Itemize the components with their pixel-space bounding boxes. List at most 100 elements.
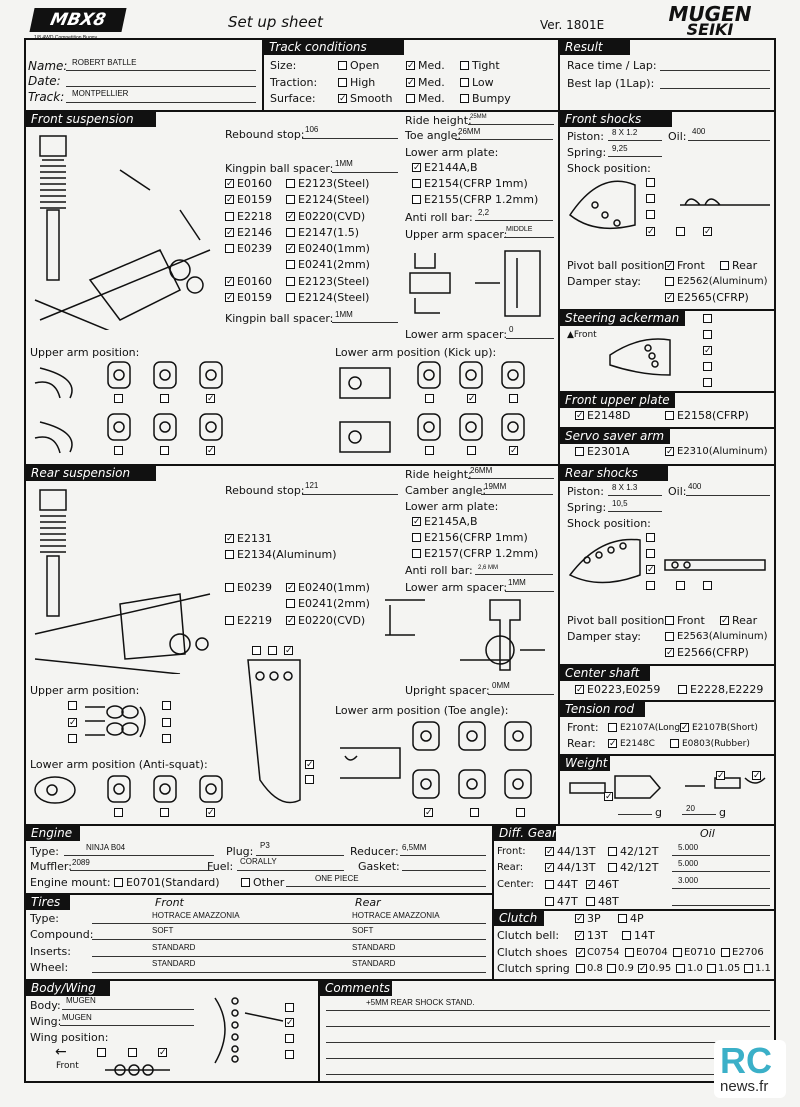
tire-rear-type[interactable]: HOTRACE AMAZZONIA — [352, 911, 440, 920]
body-pos-3[interactable] — [285, 1034, 294, 1043]
surface-med-checkbox[interactable] — [406, 94, 415, 103]
clutch-4p-checkbox[interactable] — [618, 914, 627, 923]
front-oil-value[interactable]: 400 — [692, 127, 706, 136]
rear-toe-pos-3[interactable] — [516, 808, 525, 817]
tension-e2107a-checkbox[interactable] — [608, 723, 617, 732]
rear-e0240-checkbox[interactable] — [286, 583, 295, 592]
rear-shock-pos-4[interactable] — [646, 581, 655, 590]
rear-upright-value[interactable]: 0MM — [492, 681, 510, 690]
front-kickup-pos-2[interactable] — [467, 394, 476, 403]
ackerman-pos-2[interactable] — [703, 330, 712, 339]
spring-10-checkbox[interactable] — [676, 964, 685, 973]
front-shock-pos-1[interactable] — [646, 178, 655, 187]
front-toe-value[interactable]: 26MM — [458, 127, 481, 136]
wing-pos-1[interactable] — [97, 1048, 106, 1057]
front-lower-spacer-value[interactable]: 0 — [509, 325, 514, 334]
rear-block-pos-3[interactable] — [284, 646, 293, 655]
opt-e2124-checkbox[interactable] — [286, 195, 295, 204]
center-e0223-checkbox[interactable] — [575, 685, 584, 694]
rear-camber-value[interactable]: 19MM — [484, 482, 507, 491]
rear-plate-e2157-checkbox[interactable] — [412, 549, 421, 558]
rear-e2134-checkbox[interactable] — [225, 550, 234, 559]
diff-center-46-checkbox[interactable] — [586, 880, 595, 889]
body-value[interactable]: MUGEN — [66, 996, 96, 1005]
ackerman-pos-1[interactable] — [703, 314, 712, 323]
tire-front-type[interactable]: HOTRACE AMAZZONIA — [152, 911, 240, 920]
size-med-checkbox[interactable] — [406, 61, 415, 70]
rear-upper-pos-4[interactable] — [162, 701, 171, 710]
front-kickup-pos-4[interactable] — [425, 446, 434, 455]
body-pos-2[interactable] — [285, 1018, 294, 1027]
diff-front-4413-checkbox[interactable] — [545, 847, 554, 856]
upper-plate-e2148d-checkbox[interactable] — [575, 411, 584, 420]
spring-09-checkbox[interactable] — [607, 964, 616, 973]
wing-value[interactable]: MUGEN — [62, 1013, 92, 1022]
rear-antisquat-pos-1[interactable] — [114, 808, 123, 817]
shoes-e0704-checkbox[interactable] — [625, 948, 634, 957]
servo-e2310-checkbox[interactable] — [665, 447, 674, 456]
opt-e2146-checkbox[interactable] — [225, 228, 234, 237]
tire-front-compound[interactable]: SOFT — [152, 926, 174, 935]
plate-e2144-checkbox[interactable] — [412, 163, 421, 172]
clutch-bell-14-checkbox[interactable] — [622, 931, 631, 940]
front-kickup-pos-5[interactable] — [467, 446, 476, 455]
rear-upper-pos-1[interactable] — [68, 701, 77, 710]
wing-pos-3[interactable] — [158, 1048, 167, 1057]
tire-rear-inserts[interactable]: STANDARD — [352, 943, 396, 952]
rear-antisquat-block-1[interactable] — [305, 760, 314, 769]
rear-upper-pos-5[interactable] — [162, 718, 171, 727]
rear-toe-pos-1[interactable] — [424, 808, 433, 817]
diff-center-oil-value[interactable]: 3.000 — [678, 876, 699, 885]
shoes-e2706-checkbox[interactable] — [721, 948, 730, 957]
front-shock-pos-3[interactable] — [646, 210, 655, 219]
rear-shock-pos-5[interactable] — [676, 581, 685, 590]
shoes-c0754-checkbox[interactable] — [576, 948, 585, 957]
rear-damper-e2563-checkbox[interactable] — [665, 632, 674, 641]
opt-e0241-checkbox[interactable] — [286, 260, 295, 269]
rear-shock-pos-3[interactable] — [646, 565, 655, 574]
tire-front-inserts[interactable]: STANDARD — [152, 943, 196, 952]
front-kickup-pos-1[interactable] — [425, 394, 434, 403]
rear-shock-pos-1[interactable] — [646, 533, 655, 542]
tire-front-wheel[interactable]: STANDARD — [152, 959, 196, 968]
opt-e0159-checkbox[interactable] — [225, 195, 234, 204]
front-antiroll-value[interactable]: 2,2 — [478, 208, 490, 217]
rear-e2131-checkbox[interactable] — [225, 534, 234, 543]
rear-upper-pos-2[interactable] — [68, 718, 77, 727]
opt-e2147-checkbox[interactable] — [286, 228, 295, 237]
rear-rebound-value[interactable]: 121 — [305, 481, 319, 490]
weight-pos-2[interactable] — [716, 771, 725, 780]
clutch-3p-checkbox[interactable] — [575, 914, 584, 923]
engine-muffler-value[interactable]: 2089 — [72, 858, 90, 867]
rear-e2219-checkbox[interactable] — [225, 616, 234, 625]
mount-other-checkbox[interactable] — [241, 878, 250, 887]
opt-e0160b-checkbox[interactable] — [225, 277, 234, 286]
diff-center-44-checkbox[interactable] — [545, 880, 554, 889]
opt-e2124b-checkbox[interactable] — [286, 293, 295, 302]
track-value[interactable]: MONTPELLIER — [72, 89, 129, 98]
servo-e2301a-checkbox[interactable] — [575, 447, 584, 456]
tension-e2148c-checkbox[interactable] — [608, 739, 617, 748]
front-shock-pos-6[interactable] — [703, 227, 712, 236]
rear-shock-pos-6[interactable] — [703, 581, 712, 590]
rear-upper-pos-6[interactable] — [162, 734, 171, 743]
rear-antisquat-block-2[interactable] — [305, 775, 314, 784]
weight-pos-3[interactable] — [752, 771, 761, 780]
plate-e2155-checkbox[interactable] — [412, 195, 421, 204]
spring-11-checkbox[interactable] — [744, 964, 753, 973]
front-upper-pos-2[interactable] — [160, 394, 169, 403]
rear-shock-pos-2[interactable] — [646, 549, 655, 558]
opt-e0240-checkbox[interactable] — [286, 244, 295, 253]
spring-095-checkbox[interactable] — [638, 964, 647, 973]
rear-ride-value[interactable]: 26MM — [470, 466, 493, 475]
rear-e0241-checkbox[interactable] — [286, 599, 295, 608]
diff-rear-oil-value[interactable]: 5.000 — [678, 859, 699, 868]
opt-e2123-checkbox[interactable] — [286, 179, 295, 188]
rear-pivot-front-checkbox[interactable] — [665, 616, 674, 625]
front-pivot-front-checkbox[interactable] — [665, 261, 674, 270]
spring-105-checkbox[interactable] — [707, 964, 716, 973]
tension-e2107b-checkbox[interactable] — [680, 723, 689, 732]
rear-spring-value[interactable]: 10,5 — [612, 499, 628, 508]
center-e2228-checkbox[interactable] — [678, 685, 687, 694]
front-pivot-rear-checkbox[interactable] — [720, 261, 729, 270]
